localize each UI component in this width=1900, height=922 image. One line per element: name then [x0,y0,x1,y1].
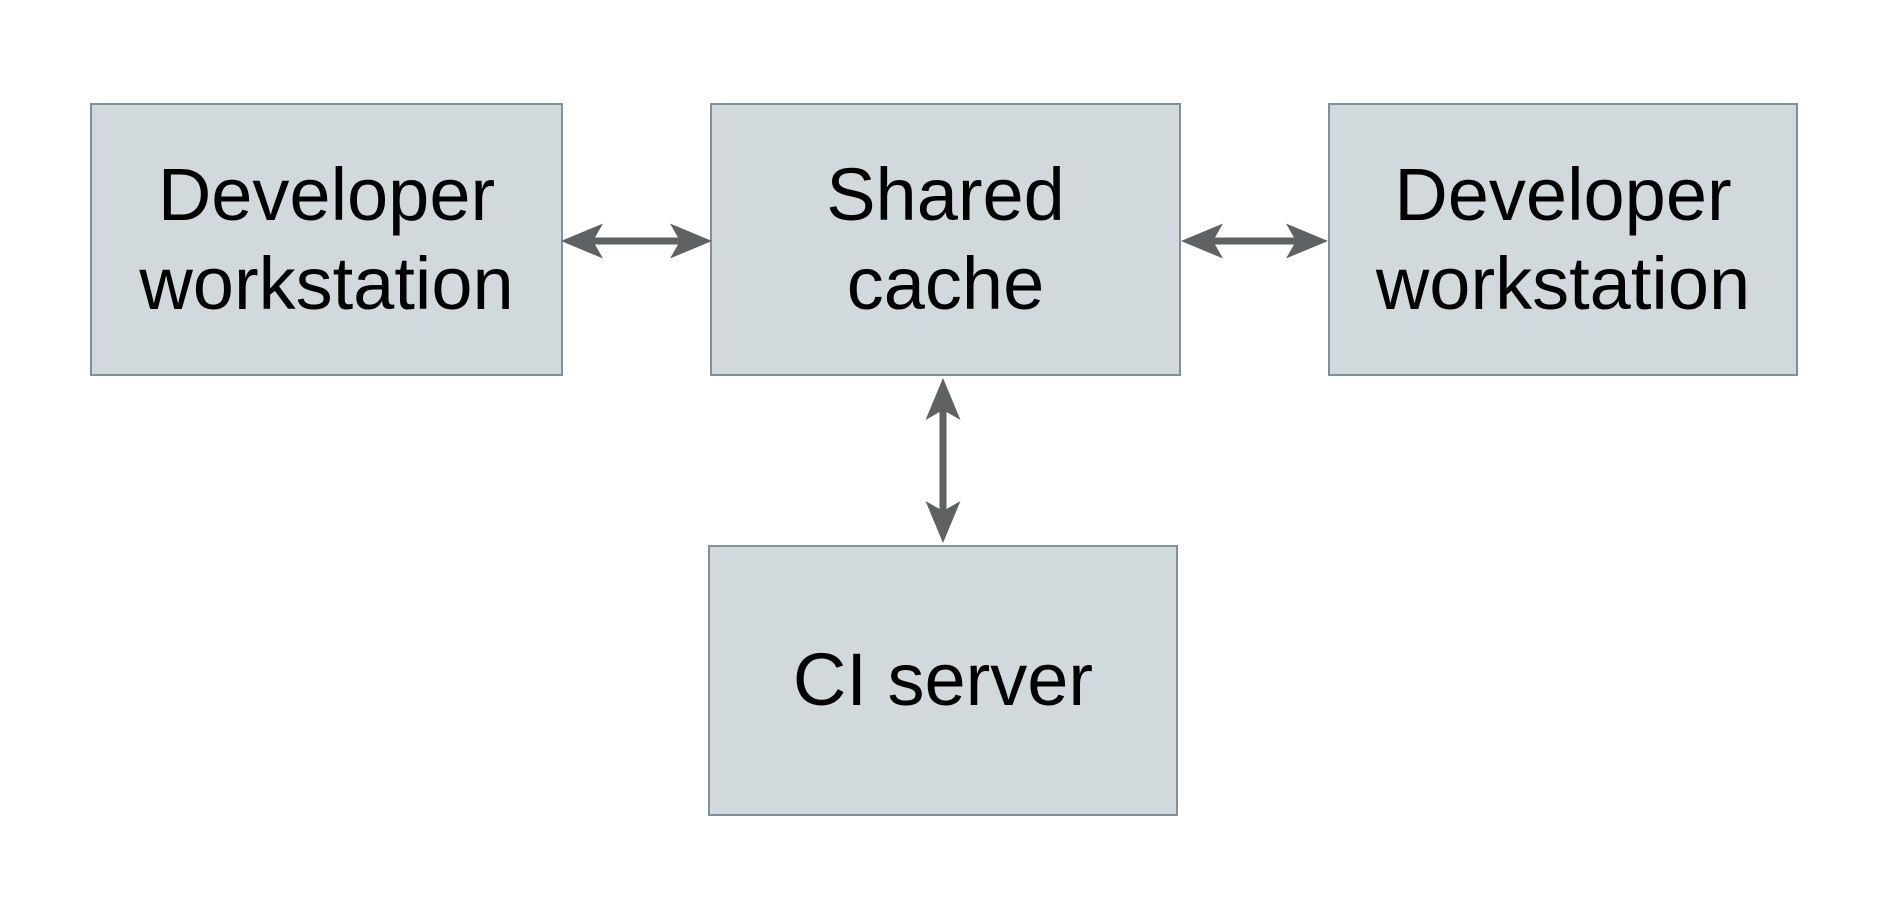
node-developer-workstation-left: Developer workstation [90,103,563,376]
node-label-ci-server: CI server [792,638,1094,722]
node-ci-server: CI server [708,545,1178,816]
connector-left-workstation-shared-cache double-arrow-horizontal-icon [561,223,712,259]
connector-shared-cache-right-workstation double-arrow-horizontal-icon [1181,223,1328,259]
node-label-developer-workstation-right: Developer workstation [1375,152,1751,325]
node-shared-cache: Shared cache [710,103,1181,376]
node-label-developer-workstation-left: Developer workstation [139,152,514,325]
node-label-shared-cache: Shared cache [826,152,1065,325]
connector-shared-cache-ci-server double-arrow-vertical-icon [925,378,961,543]
node-developer-workstation-right: Developer workstation [1328,103,1798,376]
